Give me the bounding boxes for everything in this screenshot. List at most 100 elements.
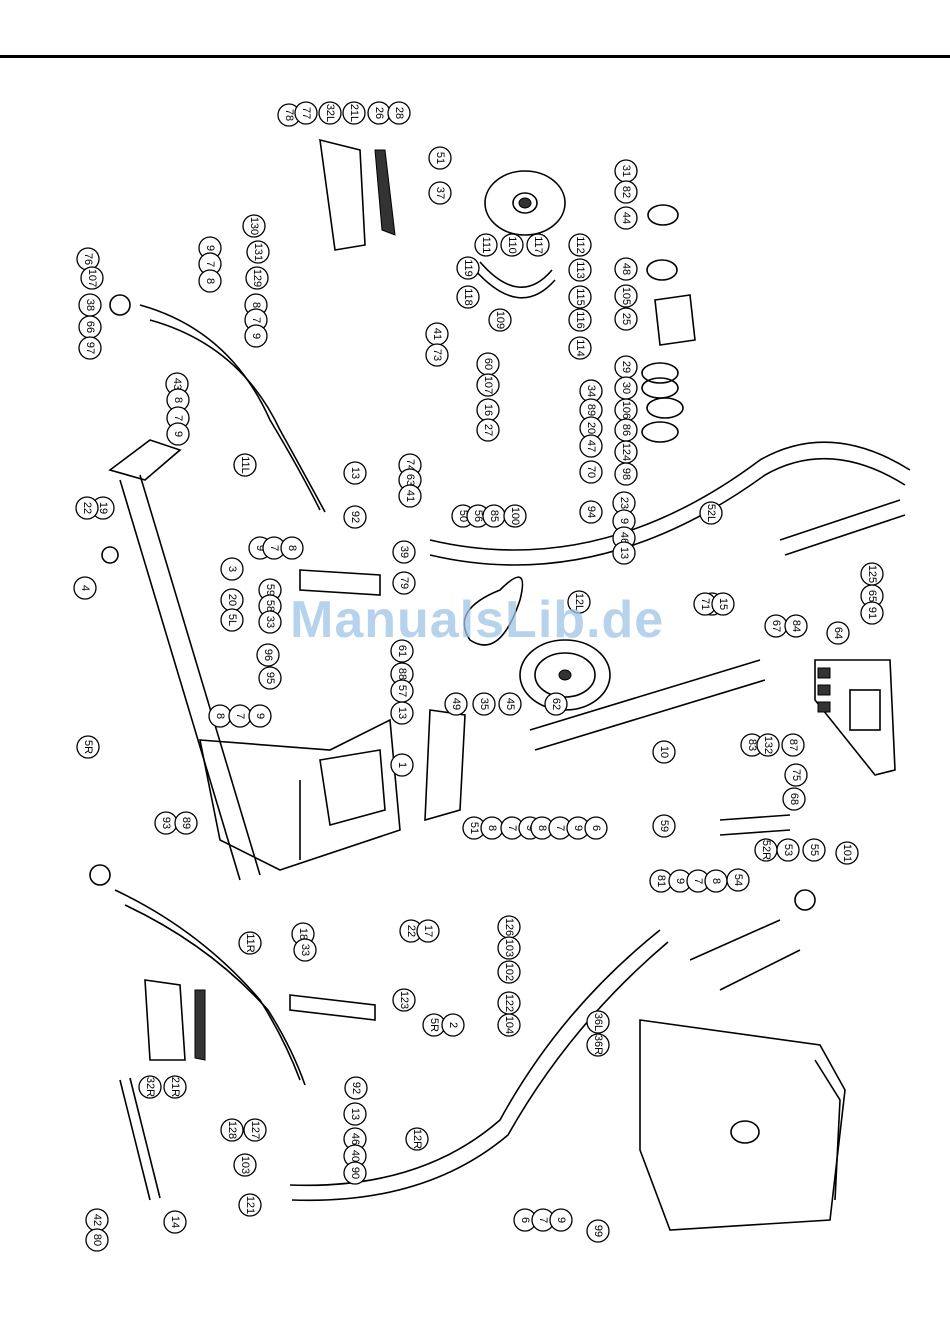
callout-label: 8 bbox=[286, 545, 298, 551]
callout-37: 37 bbox=[428, 181, 452, 205]
callout-132: 132 bbox=[756, 733, 780, 757]
callout-circle bbox=[614, 206, 638, 230]
callout-92: 92 bbox=[344, 1076, 368, 1100]
callout-17: 17 bbox=[416, 919, 440, 943]
callout-circle bbox=[416, 919, 440, 943]
callout-21R: 21R bbox=[163, 1075, 187, 1099]
callout-40: 40 bbox=[343, 1144, 367, 1168]
callout-circle bbox=[343, 505, 367, 529]
callout-label: 107 bbox=[482, 376, 494, 394]
callout-46: 46 bbox=[343, 1127, 367, 1151]
callout-label: 9 bbox=[555, 1217, 567, 1223]
cap-4 bbox=[101, 546, 119, 564]
seat-21r bbox=[144, 979, 186, 1061]
callout-circle bbox=[586, 1219, 610, 1243]
callout-62: 62 bbox=[544, 692, 568, 716]
callout-circle bbox=[392, 988, 416, 1012]
callout-86: 86 bbox=[614, 418, 638, 442]
rail-3 bbox=[119, 479, 241, 881]
callout-label: 106 bbox=[620, 401, 632, 419]
callout-label: 76 bbox=[82, 253, 94, 265]
callout-label: 86 bbox=[620, 424, 632, 436]
callout-129: 129 bbox=[245, 266, 269, 290]
callout-label: 73 bbox=[431, 349, 443, 361]
callout-label: 47 bbox=[585, 440, 597, 452]
callout-circle bbox=[782, 787, 806, 811]
callout-13: 13 bbox=[343, 461, 367, 485]
callout-label: 127 bbox=[249, 1121, 261, 1139]
callout-8: 8 bbox=[280, 536, 304, 560]
callout-45: 45 bbox=[498, 692, 522, 716]
callout-circle bbox=[497, 960, 521, 984]
callout-7: 7 bbox=[228, 704, 252, 728]
callout-label: 64 bbox=[832, 627, 844, 639]
callout-label: 35 bbox=[478, 698, 490, 710]
wire-29 bbox=[641, 362, 679, 384]
callout-circle bbox=[405, 1127, 429, 1151]
callout-label: 19 bbox=[97, 502, 109, 514]
callout-label: 102 bbox=[503, 963, 515, 981]
callout-5R: 5R bbox=[422, 1013, 446, 1037]
callout-label: 125 bbox=[866, 565, 878, 583]
callout-circle bbox=[614, 284, 638, 308]
callout-label: 95 bbox=[264, 672, 276, 684]
callout-label: 78 bbox=[283, 109, 295, 121]
callout-label: 9 bbox=[254, 545, 266, 551]
callout-label: 12L bbox=[573, 593, 585, 611]
callout-circle bbox=[238, 1193, 262, 1217]
callout-104: 104 bbox=[497, 1013, 521, 1037]
callout-label: 9 bbox=[204, 245, 216, 251]
callout-circle bbox=[500, 233, 524, 257]
callout-label: 48 bbox=[620, 263, 632, 275]
callout-67: 67 bbox=[764, 614, 788, 638]
callout-label: 12R bbox=[411, 1129, 423, 1149]
callout-7: 7 bbox=[500, 816, 524, 840]
callout-89: 89 bbox=[174, 811, 198, 835]
callout-circle bbox=[243, 1118, 267, 1142]
callout-4: 4 bbox=[73, 576, 97, 600]
callout-8: 8 bbox=[480, 816, 504, 840]
callout-circle bbox=[498, 692, 522, 716]
callout-94: 94 bbox=[579, 500, 603, 524]
callout-circle bbox=[256, 643, 280, 667]
callout-label: 52R bbox=[760, 840, 772, 860]
callout-93: 93 bbox=[154, 811, 178, 835]
callout-label: 97 bbox=[84, 342, 96, 354]
callout-6: 6 bbox=[584, 816, 608, 840]
callout-label: 25 bbox=[620, 313, 632, 325]
callout-label: 92 bbox=[350, 1082, 362, 1094]
callout-label: 15 bbox=[717, 598, 729, 610]
callout-label: 88 bbox=[396, 668, 408, 680]
callout-label: 8 bbox=[536, 825, 548, 831]
callout-109: 109 bbox=[488, 308, 512, 332]
callout-label: 27 bbox=[482, 424, 494, 436]
callout-label: 75 bbox=[790, 769, 802, 781]
callout-label: 11R bbox=[244, 933, 256, 952]
callout-circle bbox=[776, 838, 800, 862]
callout-circle bbox=[73, 576, 97, 600]
callout-circle bbox=[163, 1075, 187, 1099]
callout-41: 41 bbox=[425, 322, 449, 346]
callout-label: 10 bbox=[658, 746, 670, 758]
callout-circle bbox=[474, 233, 498, 257]
callout-label: 99 bbox=[592, 1225, 604, 1237]
callout-91: 91 bbox=[860, 601, 884, 625]
callout-label: 40 bbox=[349, 1150, 361, 1162]
callout-15: 15 bbox=[711, 592, 735, 616]
callout-119: 119 bbox=[456, 256, 480, 280]
shroud-36 bbox=[639, 1019, 846, 1231]
callout-48: 48 bbox=[614, 257, 638, 281]
callout-34: 34 bbox=[579, 379, 603, 403]
callout-41: 41 bbox=[398, 484, 422, 508]
callout-label: 92 bbox=[349, 511, 361, 523]
callout-label: 87 bbox=[787, 739, 799, 751]
callout-label: 22 bbox=[81, 502, 93, 514]
callout-circle bbox=[76, 735, 100, 759]
callout-label: 49 bbox=[450, 698, 462, 710]
callout-circle bbox=[174, 811, 198, 835]
callout-circle bbox=[428, 146, 452, 170]
callout-1: 1 bbox=[390, 753, 414, 777]
callout-131: 131 bbox=[246, 240, 270, 264]
callout-125: 125 bbox=[860, 562, 884, 586]
callout-51: 51 bbox=[462, 816, 486, 840]
